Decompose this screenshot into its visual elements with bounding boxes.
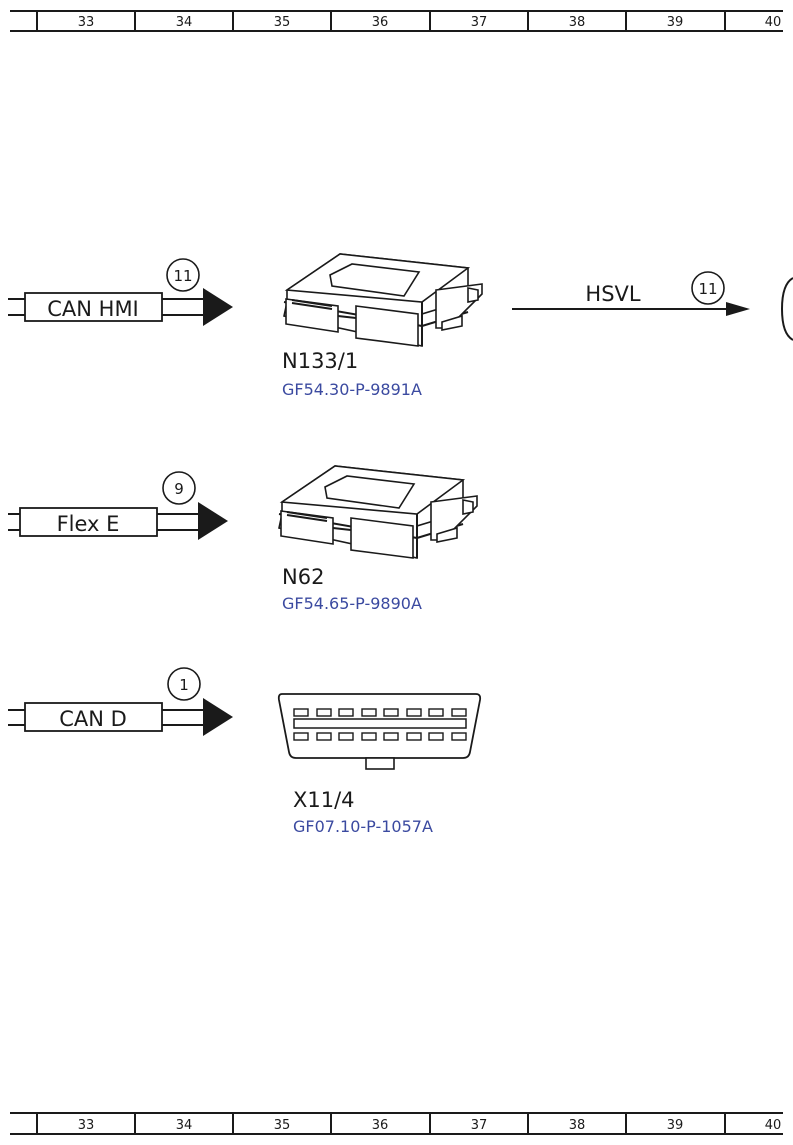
- ruler-column-number: 34: [176, 15, 193, 30]
- component-name: N133/1: [282, 349, 358, 373]
- outgoing-bus-label: HSVL: [585, 282, 640, 306]
- ruler-column-number: 38: [569, 15, 586, 30]
- bus-label: CAN HMI: [47, 297, 139, 321]
- ruler-column-number: 33: [78, 15, 95, 30]
- bottom-ruler: 33 34 35 36 37 38 39 40: [10, 1112, 783, 1135]
- component-name: X11/4: [293, 788, 355, 812]
- bus-label-box: [24, 292, 163, 322]
- ruler-column-number: 40: [765, 1118, 782, 1133]
- ruler-column-number: 33: [78, 1118, 95, 1133]
- circuit-number-badge: [691, 271, 725, 305]
- diagnostic-connector-icon: [277, 693, 482, 770]
- ruler-column-number: 39: [667, 15, 684, 30]
- component-reference-link[interactable]: GF54.65-P-9890A: [282, 594, 422, 613]
- bus-label-box: [19, 507, 158, 537]
- arrow-head-icon: [203, 288, 233, 326]
- component-name: N62: [282, 565, 324, 589]
- connection-can-d: CAN D 1: [8, 667, 482, 836]
- ruler-column-number: 40: [765, 15, 782, 30]
- ruler-column-number: 35: [274, 15, 291, 30]
- circuit-number: 1: [179, 676, 189, 694]
- ruler-column-number: 34: [176, 1118, 193, 1133]
- ruler-column-number: 37: [471, 1118, 488, 1133]
- bus-label-box: [24, 702, 163, 732]
- arrow-head-icon: [726, 302, 750, 316]
- ruler-column-number: 35: [274, 1118, 291, 1133]
- arrow-head-icon: [203, 698, 233, 736]
- partial-component-icon: [780, 277, 793, 341]
- ruler-column-number: 36: [372, 1118, 389, 1133]
- component-reference-link[interactable]: GF07.10-P-1057A: [293, 817, 433, 836]
- bus-label: CAN D: [59, 707, 127, 731]
- ruler-column-number: 38: [569, 1118, 586, 1133]
- ruler-column-number: 39: [667, 1118, 684, 1133]
- bus-label: Flex E: [57, 512, 120, 536]
- arrow-head-icon: [198, 502, 228, 540]
- connection-flex-e: Flex E 9 N62 GF54.65-P-9890A: [8, 465, 478, 613]
- circuit-number-badge: [166, 258, 200, 292]
- circuit-number: 11: [173, 267, 192, 285]
- circuit-number: 11: [698, 280, 717, 298]
- component-reference-link[interactable]: GF54.30-P-9891A: [282, 380, 422, 399]
- connection-can-hmi: CAN HMI 11 N133/1 GF54.30-P-9891A: [8, 253, 793, 399]
- circuit-number-badge: [167, 667, 201, 701]
- control-unit-icon: [283, 253, 483, 347]
- circuit-number: 9: [174, 480, 184, 498]
- circuit-number-badge: [162, 471, 196, 505]
- ruler-column-number: 36: [372, 15, 389, 30]
- top-ruler: 33 34 35 36 37 38 39 40: [10, 10, 783, 32]
- ruler-column-number: 37: [471, 15, 488, 30]
- control-unit-icon: [278, 465, 478, 559]
